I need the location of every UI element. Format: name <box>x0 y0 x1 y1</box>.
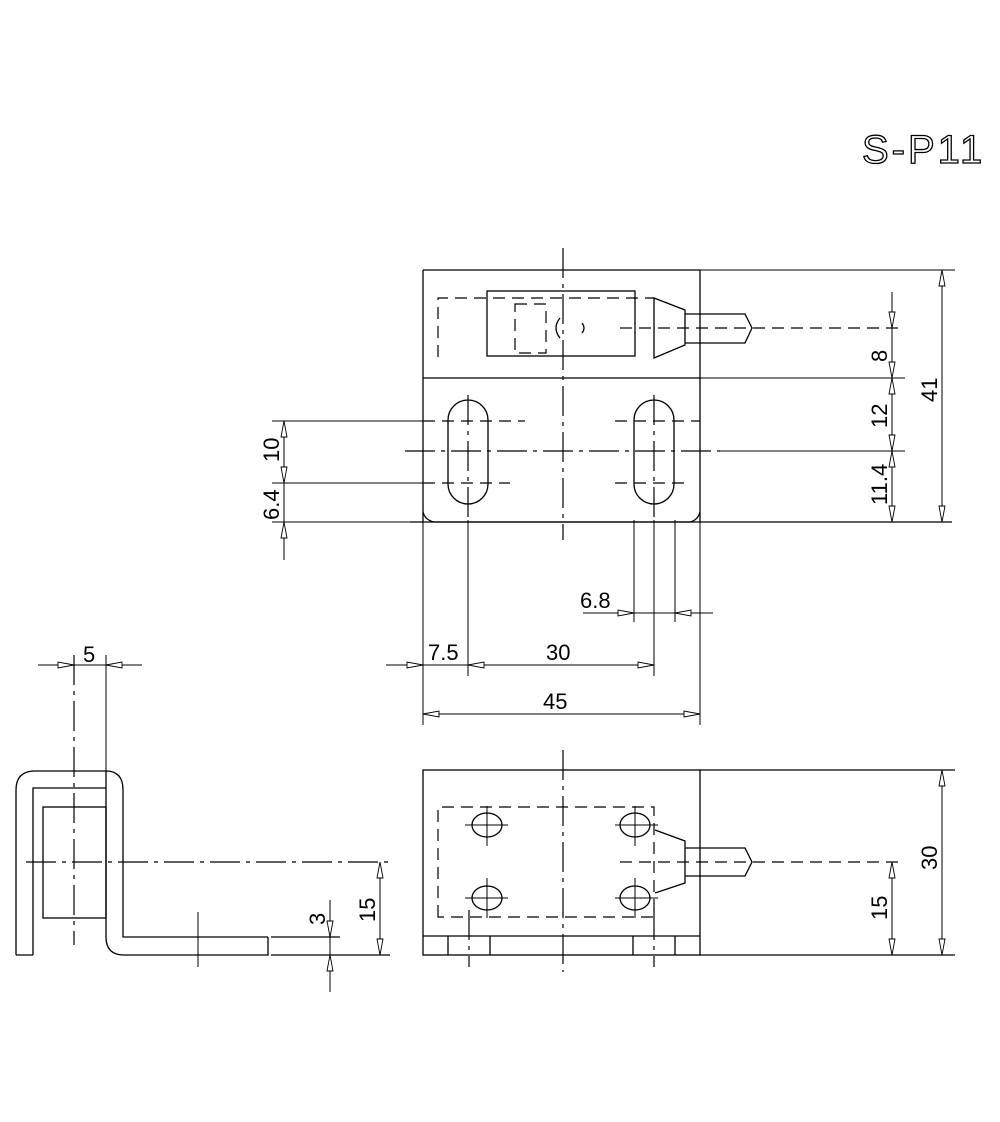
dim-41: 41 <box>917 378 942 402</box>
dim-7-5: 7.5 <box>428 640 459 665</box>
dim-15-front: 15 <box>867 896 892 920</box>
dim-5: 5 <box>83 642 95 667</box>
dim-12: 12 <box>867 404 892 428</box>
top-view-left-dimensions: 10 6.4 <box>259 420 423 560</box>
top-view-bottom-dimensions: 6.8 7.5 30 45 <box>386 520 713 725</box>
dim-15-side: 15 <box>355 898 380 922</box>
dim-30-pitch: 30 <box>546 640 570 665</box>
side-view <box>15 655 390 967</box>
side-view-dimensions: 5 3 15 <box>38 642 384 992</box>
dim-6-8: 6.8 <box>580 588 611 613</box>
top-view-right-dimensions: 8 12 11.4 41 <box>700 269 955 523</box>
front-view <box>422 750 955 972</box>
dim-45: 45 <box>543 689 567 714</box>
front-view-dimensions: 30 15 <box>867 769 946 956</box>
dim-10: 10 <box>259 438 284 462</box>
dim-3: 3 <box>305 913 330 925</box>
dim-8: 8 <box>867 350 892 362</box>
dim-30: 30 <box>917 846 942 870</box>
drawing-title: S-P11 <box>862 128 985 172</box>
top-view <box>405 248 952 540</box>
dim-6-4: 6.4 <box>259 489 284 520</box>
dim-11-4: 11.4 <box>867 464 892 505</box>
